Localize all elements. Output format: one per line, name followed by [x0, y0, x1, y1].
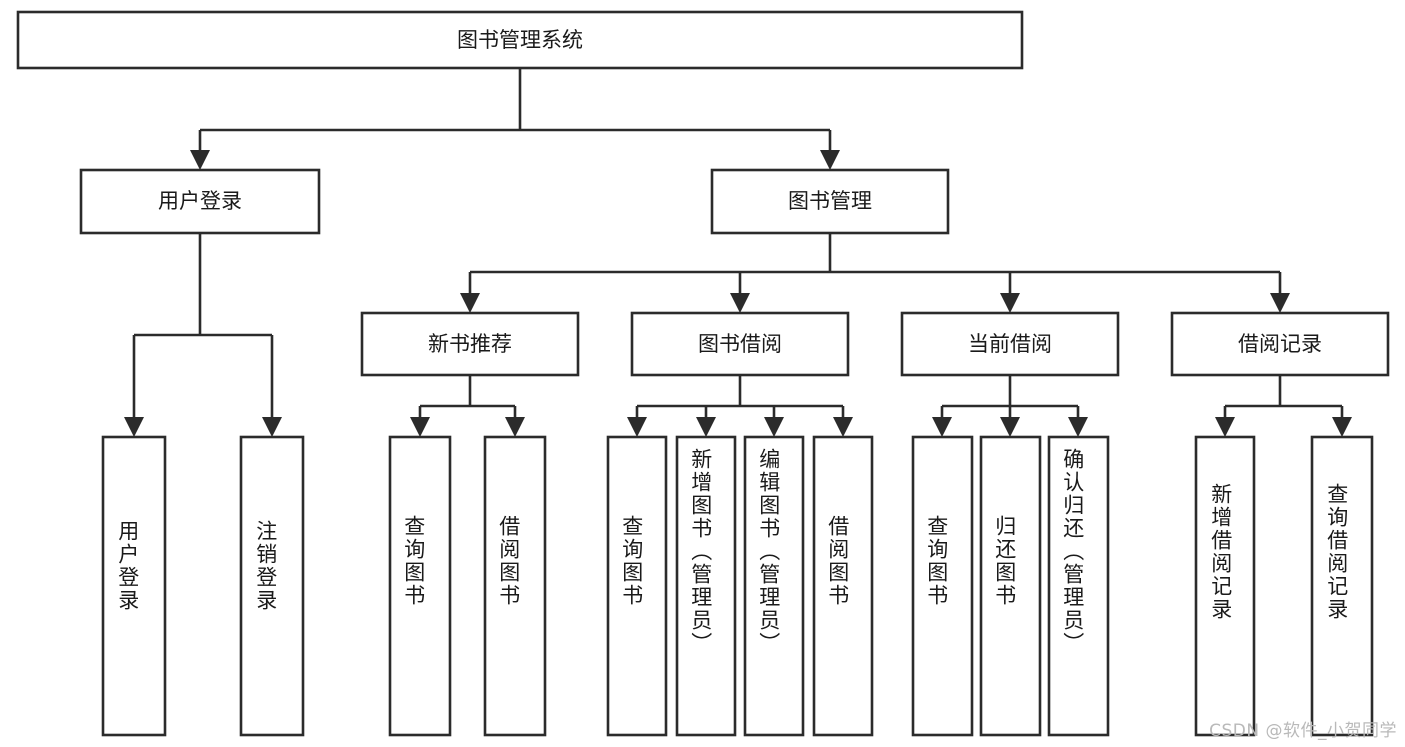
connector-book-management-children	[460, 233, 1290, 313]
node-borrow-records[interactable]: 借阅记录	[1170, 311, 1390, 377]
node-borrow-records-label: 借阅记录	[1238, 332, 1322, 356]
node-current-borrow-label: 当前借阅	[968, 332, 1052, 356]
node-book-management-label: 图书管理	[788, 189, 872, 213]
node-book-management[interactable]: 图书管理	[710, 168, 950, 235]
node-leaf-query-book-1-box[interactable]	[388, 435, 452, 737]
node-user-login[interactable]: 用户登录	[79, 168, 321, 235]
node-book-borrow[interactable]: 图书借阅	[630, 311, 850, 377]
node-root-label: 图书管理系统	[457, 28, 583, 52]
node-leaf-edit-book-admin-box[interactable]	[743, 435, 805, 737]
node-leaf-add-borrow-record-box[interactable]	[1194, 435, 1256, 737]
node-leaf-borrow-book-2-box[interactable]	[812, 435, 874, 737]
node-user-login-label: 用户登录	[158, 189, 242, 213]
node-root-box[interactable]	[16, 10, 1024, 70]
node-current-borrow-box[interactable]	[900, 311, 1120, 377]
node-leaf-user-login-box[interactable]	[101, 435, 167, 737]
node-leaf-borrow-book-1-box[interactable]	[483, 435, 547, 737]
node-leaf-add-book-admin-box[interactable]	[675, 435, 737, 737]
node-root[interactable]: 图书管理系统	[16, 10, 1024, 70]
connector-root-to-level2	[190, 68, 840, 170]
node-user-login-box[interactable]	[79, 168, 321, 235]
node-leaf-confirm-return-admin-box[interactable]	[1047, 435, 1110, 737]
node-leaf-return-book-box[interactable]	[979, 435, 1042, 737]
connector-book-borrow-children	[627, 375, 853, 437]
node-leaf-query-book-3-box[interactable]	[911, 435, 974, 737]
node-current-borrow[interactable]: 当前借阅	[900, 311, 1120, 377]
node-new-book-recommend[interactable]: 新书推荐	[360, 311, 580, 377]
watermark-text: CSDN @软件_小贺同学	[1209, 721, 1397, 741]
node-new-book-recommend-label: 新书推荐	[428, 332, 512, 356]
node-new-book-recommend-box[interactable]	[360, 311, 580, 377]
node-leaf-query-book-2-box[interactable]	[606, 435, 668, 737]
connector-new-book-recommend-children	[410, 375, 525, 437]
connector-borrow-records-children	[1215, 375, 1352, 437]
node-leaf-user-logout-box[interactable]	[239, 435, 305, 737]
node-book-borrow-label: 图书借阅	[698, 332, 782, 356]
connector-user-login-children	[124, 233, 282, 437]
node-leaf-query-borrow-record-box[interactable]	[1310, 435, 1374, 737]
connector-current-borrow-children	[932, 375, 1088, 437]
